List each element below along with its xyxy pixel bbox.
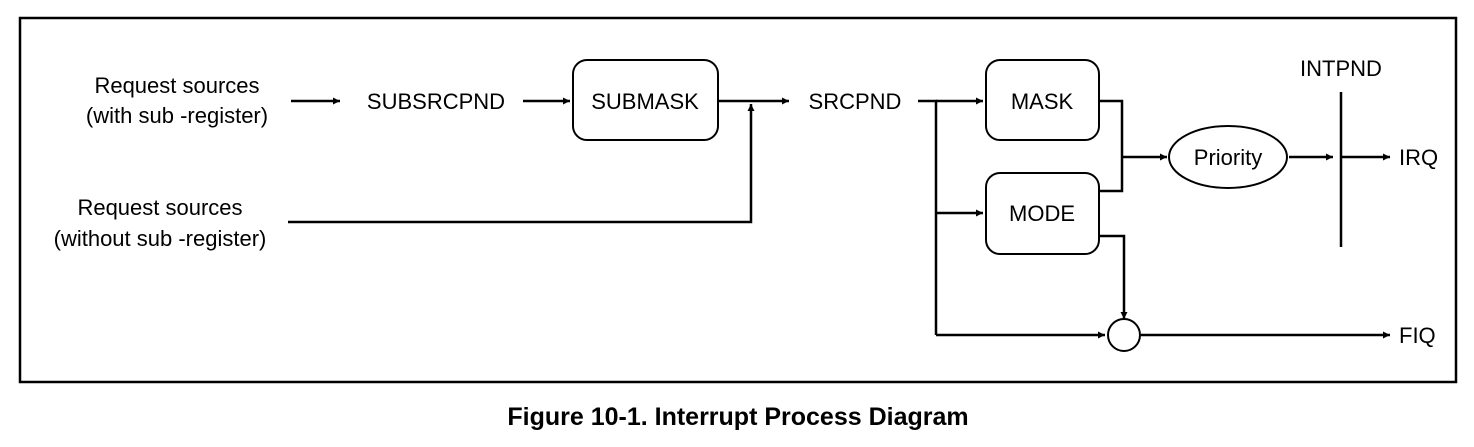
request-sources-without-sub-label-line2: (without sub -register) <box>54 226 267 251</box>
priority-block <box>1168 125 1288 189</box>
subsrcpnd-label: SUBSRCPND <box>367 89 505 114</box>
mode-label: MODE <box>1009 201 1075 226</box>
connection-wires <box>288 92 1390 339</box>
mask-label: MASK <box>1011 89 1074 114</box>
irq-label: IRQ <box>1399 145 1438 170</box>
priority-label: Priority <box>1194 145 1262 170</box>
submask-label: SUBMASK <box>591 89 699 114</box>
intpnd-label: INTPND <box>1300 56 1382 81</box>
mask-block <box>985 59 1100 141</box>
request-sources-without-sub-label-line1: Request sources <box>77 195 242 220</box>
arrow-sources-without-sub-to-srcpnd <box>288 104 755 224</box>
diagram-frame <box>18 16 1458 384</box>
request-sources-with-sub-label-line2: (with sub -register) <box>86 103 268 128</box>
mode-block <box>985 172 1100 255</box>
submask-block <box>572 59 719 141</box>
srcpnd-label: SRCPND <box>809 89 902 114</box>
request-sources-with-sub-label-line1: Request sources <box>94 73 259 98</box>
wire-mask-out <box>1099 99 1124 193</box>
fiq-gate-circle <box>1107 318 1141 352</box>
arrow-mode-to-fiq-gate <box>1099 234 1128 319</box>
wire-srcpnd-out <box>918 99 938 335</box>
figure-caption: Figure 10-1. Interrupt Process Diagram <box>507 403 968 431</box>
fiq-label: FIQ <box>1399 323 1436 348</box>
